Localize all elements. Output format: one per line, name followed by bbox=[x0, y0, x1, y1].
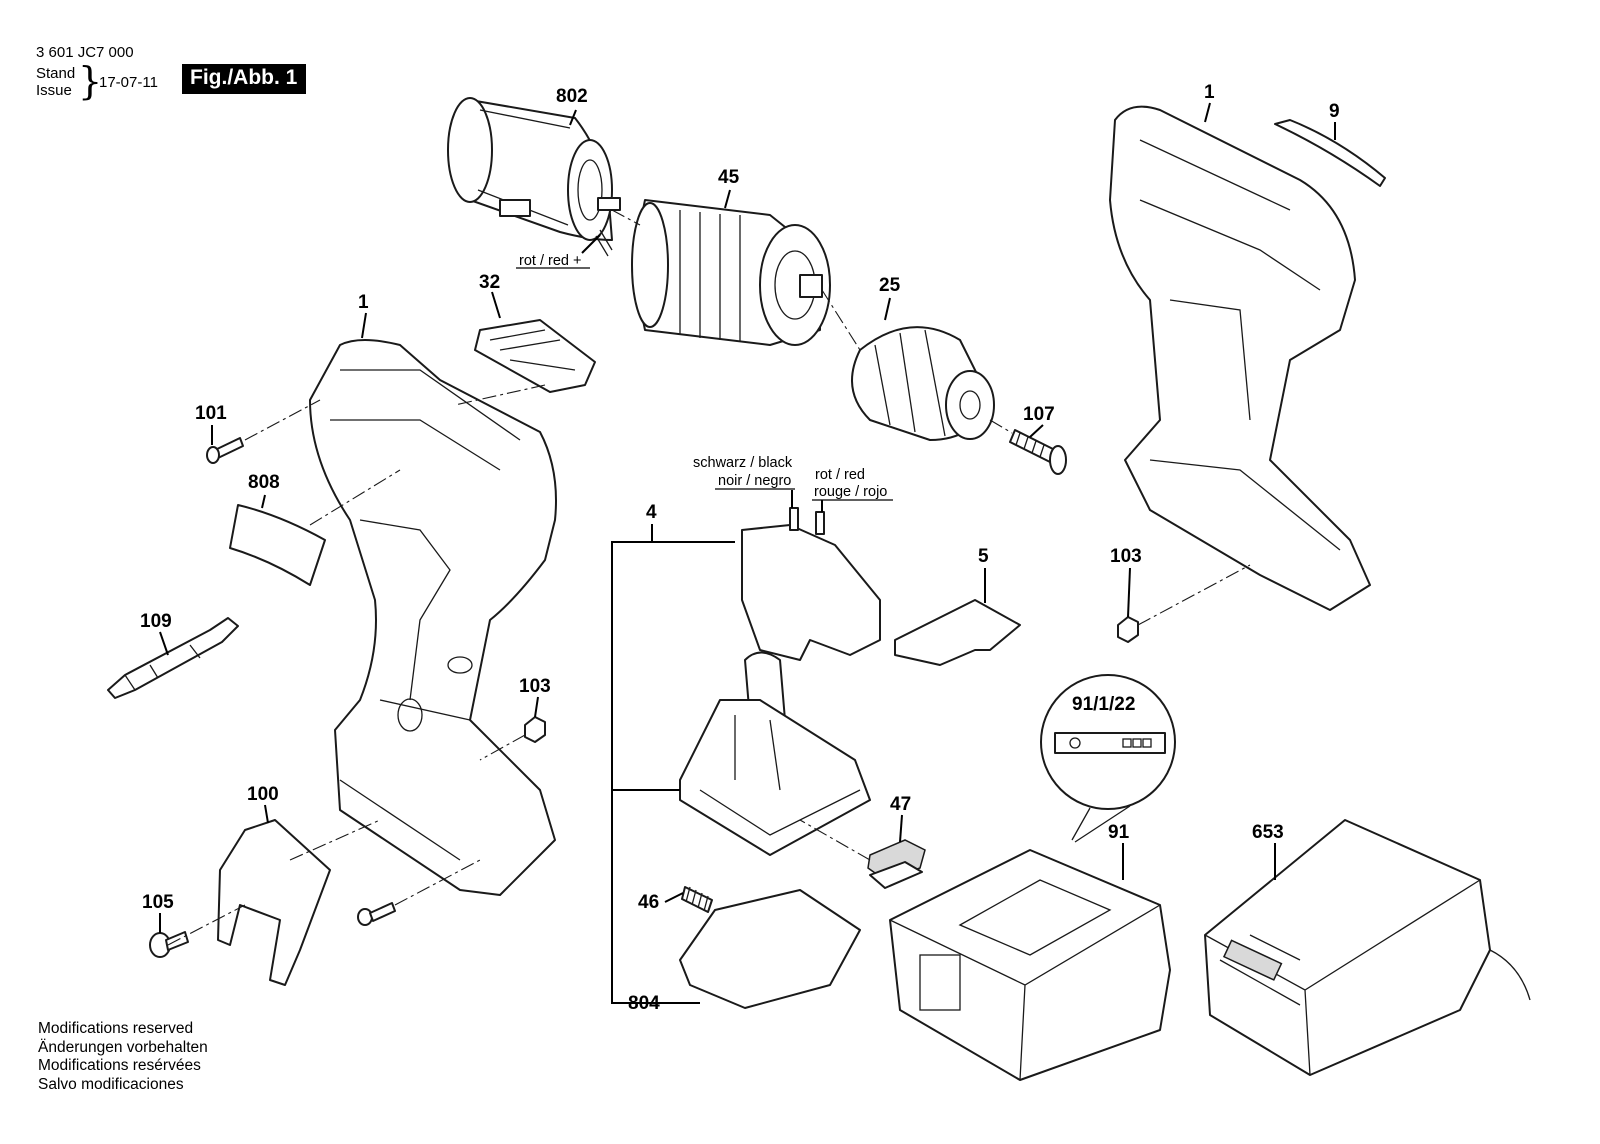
slider-drawing bbox=[894, 599, 1021, 666]
nut-103-left-drawing bbox=[524, 716, 546, 743]
gearbox-drawing bbox=[631, 199, 831, 346]
issue-label: Issue bbox=[36, 82, 72, 99]
part-label-9: 9 bbox=[1329, 101, 1340, 122]
wire-label-motor-red: rot / red + bbox=[519, 253, 581, 269]
part-label-5: 5 bbox=[978, 546, 989, 567]
leader-lines bbox=[159, 102, 1336, 1004]
stand-label: Stand bbox=[36, 65, 76, 82]
contact-plate-drawing bbox=[679, 889, 861, 1009]
switch-drawing bbox=[741, 507, 881, 729]
part-label-91: 91 bbox=[1108, 822, 1130, 843]
modification-notes: Modifications reserved Änderungen vorbeh… bbox=[38, 1020, 208, 1094]
label-808-drawing bbox=[229, 504, 326, 586]
nut-103-right-drawing bbox=[1117, 616, 1139, 643]
wire-label-black-1: schwarz / black bbox=[693, 455, 793, 471]
belt-clip-drawing bbox=[217, 819, 331, 986]
switch-base-drawing bbox=[679, 699, 871, 856]
battery-drawing bbox=[889, 849, 1171, 1081]
part-label-1-right: 1 bbox=[1204, 82, 1215, 103]
part-label-105: 105 bbox=[142, 892, 174, 913]
charger-drawing bbox=[1204, 819, 1531, 1076]
part-label-100: 100 bbox=[247, 784, 279, 805]
strip-drawing bbox=[1274, 119, 1386, 187]
note-fr: Modifications resérvées bbox=[38, 1057, 201, 1074]
part-label-25: 25 bbox=[879, 275, 901, 296]
pads-drawing bbox=[867, 839, 926, 889]
part-label-91-1-22: 91/1/22 bbox=[1072, 694, 1135, 715]
part-label-4: 4 bbox=[646, 502, 657, 523]
part-label-804: 804 bbox=[628, 993, 660, 1014]
part-label-109: 109 bbox=[140, 611, 172, 632]
part-label-101: 101 bbox=[195, 403, 227, 424]
part-label-103-right: 103 bbox=[1110, 546, 1142, 567]
part-label-808: 808 bbox=[248, 472, 280, 493]
wire-label-red-2: rouge / rojo bbox=[814, 484, 887, 500]
part-label-802: 802 bbox=[556, 86, 588, 107]
wire-label-black-2: noir / negro bbox=[718, 473, 791, 489]
chuck-drawing bbox=[851, 326, 995, 441]
housing-left-drawing bbox=[309, 339, 557, 896]
detail-bubble bbox=[1040, 674, 1176, 843]
part-label-103-left: 103 bbox=[519, 676, 551, 697]
part-label-107: 107 bbox=[1023, 404, 1055, 425]
document-number: 3 601 JC7 000 bbox=[36, 44, 134, 61]
note-en: Modifications reserved bbox=[38, 1020, 194, 1037]
issue-date: 17-07-11 bbox=[99, 74, 158, 91]
part-label-47: 47 bbox=[890, 794, 911, 815]
screw-101-drawing bbox=[206, 437, 244, 464]
screw-housing-drawing bbox=[357, 902, 396, 926]
part-label-32: 32 bbox=[479, 272, 500, 293]
note-de: Änderungen vorbehalten bbox=[38, 1038, 208, 1056]
part-label-45: 45 bbox=[718, 167, 740, 188]
part-label-653: 653 bbox=[1252, 822, 1284, 843]
part-label-1-left: 1 bbox=[358, 292, 369, 313]
brace-icon: } bbox=[78, 59, 103, 103]
screwdriver-bit-drawing bbox=[107, 617, 239, 699]
figure-label: Fig./Abb. 1 bbox=[182, 64, 307, 94]
housing-right-drawing bbox=[1109, 105, 1371, 611]
note-es: Salvo modificaciones bbox=[38, 1075, 184, 1093]
motor-drawing bbox=[447, 97, 621, 257]
spring-drawing bbox=[681, 886, 713, 913]
switch-slide-drawing bbox=[474, 319, 596, 393]
wire-label-red-1: rot / red bbox=[815, 467, 865, 483]
part-label-46: 46 bbox=[638, 892, 659, 913]
screw-107-drawing bbox=[1009, 429, 1067, 475]
